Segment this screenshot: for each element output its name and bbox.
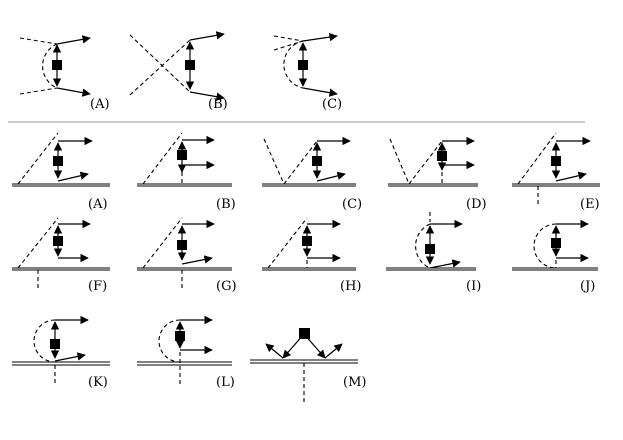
diagram-l: (L): [137, 315, 235, 390]
label-e: (E): [580, 197, 600, 212]
diagram-c: (C): [262, 136, 362, 212]
label-h: (H): [340, 279, 361, 294]
diagram-k: (K): [12, 315, 110, 390]
label-a: (A): [88, 197, 108, 212]
diagram-m: (M): [250, 328, 366, 405]
diagram-b: (B): [137, 132, 236, 212]
label-m: (M): [343, 375, 366, 390]
top-label-b: (B): [208, 97, 228, 112]
diagram-h: (H): [262, 217, 361, 294]
diagram-f: (F): [12, 217, 110, 294]
diagram-g: (G): [137, 217, 237, 294]
top-diagram-b: (B): [129, 31, 228, 112]
label-b: (B): [216, 197, 236, 212]
label-c: (C): [342, 197, 362, 212]
vertex-square: [185, 60, 195, 70]
label-l: (L): [216, 375, 235, 390]
diagram-a: (A): [12, 132, 110, 212]
label-f: (F): [88, 279, 107, 294]
diagram-j: (J): [512, 219, 598, 294]
diagram-d: (D): [388, 136, 487, 212]
top-label-a: (A): [90, 97, 110, 112]
label-k: (K): [88, 375, 108, 390]
diagram-i: (I): [386, 212, 481, 294]
vertex-square: [52, 60, 62, 70]
top-diagram-c: (C): [273, 32, 342, 112]
vertex-square: [298, 60, 308, 70]
label-j: (J): [580, 279, 595, 294]
top-diagram-a: (A): [19, 35, 110, 112]
diagram-e: (E): [512, 132, 600, 212]
label-d: (D): [466, 197, 487, 212]
label-i: (I): [466, 279, 481, 294]
top-label-c: (C): [322, 97, 342, 112]
label-g: (G): [216, 279, 237, 294]
